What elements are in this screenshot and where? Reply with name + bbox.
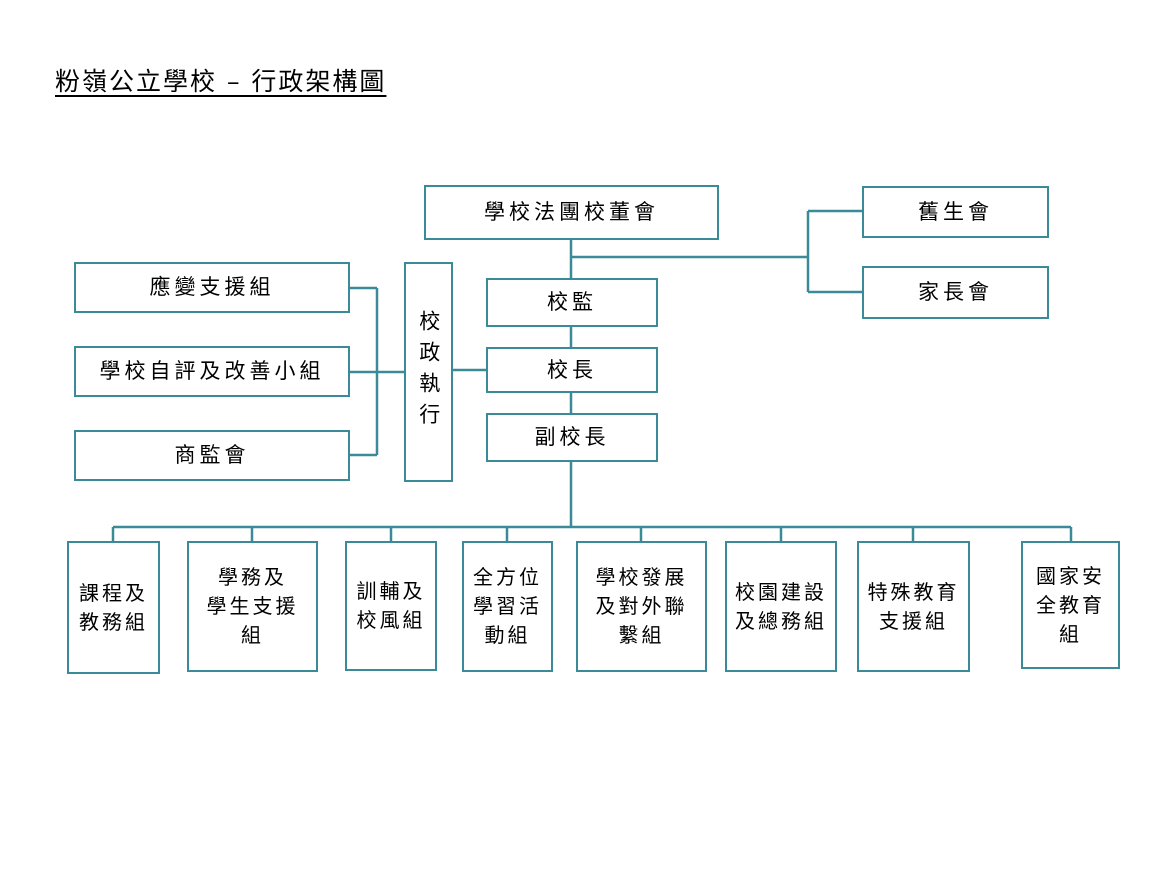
node-principal: 校長: [486, 347, 658, 393]
node-contingency-group: 應變支援組: [74, 262, 350, 313]
node-board: 學校法團校董會: [424, 185, 719, 240]
group-box: 學校發展 及對外聯 繫組: [576, 541, 707, 672]
node-self-evaluation-group: 學校自評及改善小組: [74, 346, 350, 397]
group-box: 校園建設 及總務組: [725, 541, 837, 672]
node-supervisor: 校監: [486, 278, 658, 327]
group-box: 特殊教育 支援組: [857, 541, 970, 672]
node-admin-execution: 校政執行: [404, 262, 453, 482]
node-vice-principal: 副校長: [486, 413, 658, 462]
node-alumni: 舊生會: [862, 186, 1049, 238]
group-box: 訓輔及 校風組: [345, 541, 437, 671]
group-box: 課程及 教務組: [67, 541, 160, 674]
node-consultation-committee: 商監會: [74, 430, 350, 481]
page-title: 粉嶺公立學校 – 行政架構圖: [55, 67, 387, 96]
node-parents: 家長會: [862, 266, 1049, 319]
group-box: 學務及 學生支援 組: [187, 541, 318, 672]
group-box: 國家安 全教育 組: [1021, 541, 1120, 669]
group-box: 全方位 學習活 動組: [462, 541, 553, 672]
